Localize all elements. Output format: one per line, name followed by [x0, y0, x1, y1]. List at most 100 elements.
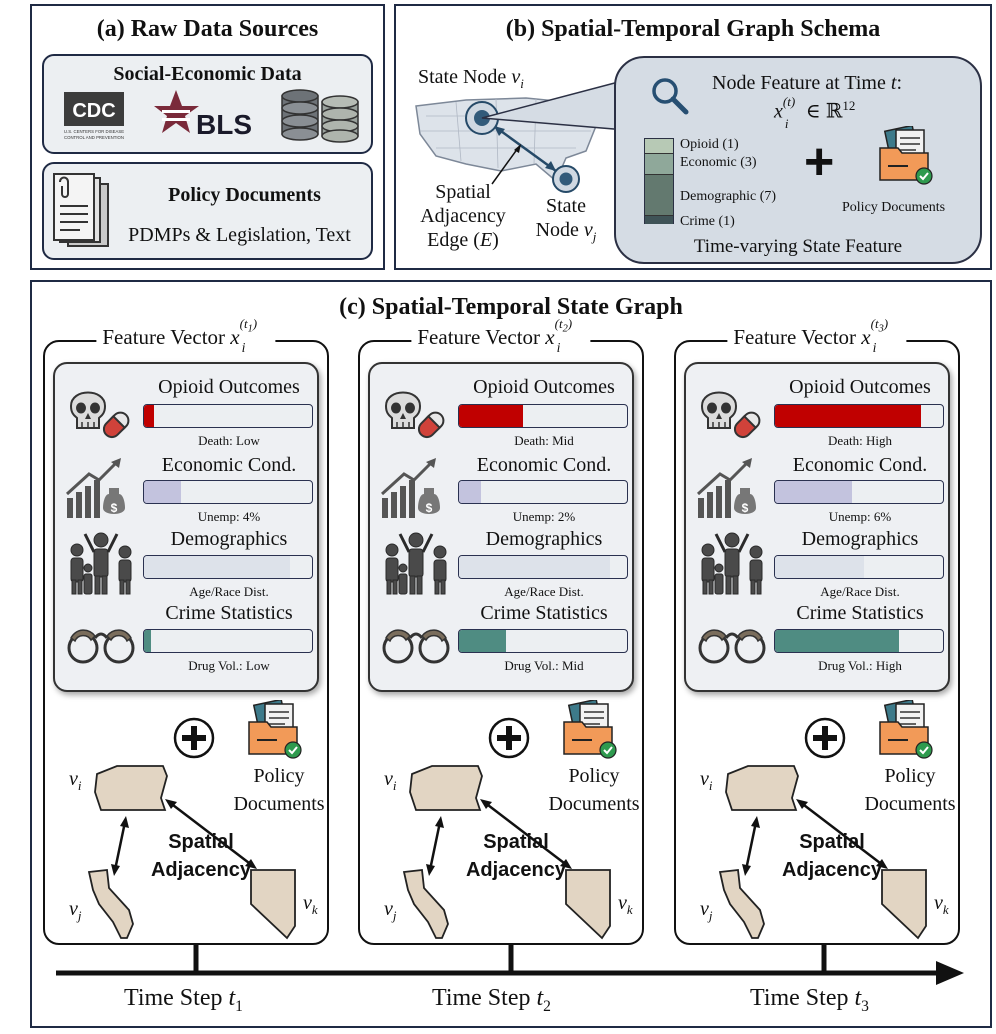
time-step-column-1: Feature Vector x(t1)i Opioid Outcomes De…	[43, 316, 329, 945]
economic-cond-title: Economic Cond.	[792, 454, 928, 476]
economic-bar	[143, 480, 313, 504]
policy-documents-subtitle: PDMPs & Legislation, Text	[128, 224, 351, 246]
age-race-label: Age/Race Dist.	[504, 584, 584, 599]
skull-pill-icon	[69, 391, 130, 439]
skull-pill-icon	[384, 391, 445, 439]
state-node-i-label: State Node vi	[418, 66, 524, 91]
age-race-label: Age/Race Dist.	[189, 584, 269, 599]
demographics-bar	[458, 555, 628, 579]
svg-text:$: $	[426, 501, 433, 515]
demographics-title: Demographics	[485, 528, 603, 550]
state-shape-vj	[87, 869, 134, 939]
state-shape-vi	[409, 765, 483, 811]
state-shape-vj	[402, 869, 449, 939]
opioid-outcomes-title: Opioid Outcomes	[158, 376, 300, 398]
state-shape-vj	[718, 869, 765, 939]
segment-economic	[645, 154, 673, 175]
panel-b-title: (b) Spatial-Temporal Graph Schema	[505, 16, 881, 42]
feature-vector-label: Feature Vector x(t3)i	[727, 316, 907, 355]
crime-bar-fill	[775, 630, 900, 652]
crime-statistics-title: Crime Statistics	[796, 602, 924, 624]
plus-circle-icon	[488, 717, 530, 759]
demographics-bar-fill	[459, 556, 611, 578]
spatial-adjacency-label: Spatial Adjacency	[465, 831, 567, 881]
crime-bar-fill	[459, 630, 507, 652]
svg-text:$: $	[111, 501, 118, 515]
growth-chart-icon: $	[696, 458, 756, 518]
timeline-axis	[56, 945, 964, 985]
edge-pointer	[491, 144, 521, 185]
plus-sign: +	[804, 133, 835, 191]
panel-a-title: (a) Raw Data Sources	[96, 16, 319, 42]
crime-bar-fill	[144, 630, 151, 652]
policy-documents-label: Policy Documents	[864, 765, 956, 815]
state-shape-vk	[565, 869, 611, 940]
feature-stack-bar	[644, 138, 674, 224]
demographics-title: Demographics	[170, 528, 288, 550]
svg-text:$: $	[742, 501, 749, 515]
vj-label: vj	[700, 898, 713, 923]
age-race-label: Age/Race Dist.	[820, 584, 900, 599]
people-group-icon	[70, 532, 132, 595]
policy-folder-icon	[248, 700, 302, 759]
crime-bar	[458, 629, 628, 653]
policy-documents-box: Policy Documents PDMPs & Legislation, Te…	[42, 162, 373, 260]
segment-opioid	[645, 139, 673, 154]
policy-documents-label: Policy Documents	[548, 765, 640, 815]
social-economic-box: Social-Economic Data CDC U.S. CENTERS FO…	[42, 54, 373, 154]
opioid-bar	[458, 404, 628, 428]
policy-folder-icon	[879, 700, 933, 759]
economic-cond-title: Economic Cond.	[476, 454, 612, 476]
unemp-label: Unemp: 6%	[828, 509, 892, 524]
opioid-outcomes-title: Opioid Outcomes	[473, 376, 615, 398]
segment-demographic	[645, 175, 673, 216]
opioid-outcomes-title: Opioid Outcomes	[789, 376, 931, 398]
bls-logo: BLS	[154, 86, 264, 142]
crime-bar	[774, 629, 944, 653]
economic-bar-fill	[459, 481, 481, 503]
people-group-icon	[701, 532, 763, 595]
policy-folder-icon	[878, 124, 936, 191]
crime-statistics-title: Crime Statistics	[480, 602, 608, 624]
vi-label: vi	[69, 768, 82, 793]
time-step-column-3: Feature Vector x(t3)i Opioid Outcomes De…	[674, 316, 960, 945]
drug-vol-label: Drug Vol.: High	[818, 658, 902, 673]
state-shape-vi	[725, 765, 799, 811]
economic-bar	[458, 480, 628, 504]
database-icon	[280, 88, 362, 144]
vk-label: vk	[934, 892, 949, 917]
node-feature-title: Node Feature at Time t:	[712, 72, 902, 94]
segment-label-demographic: Demographic (7)	[680, 189, 777, 204]
svg-text:U.S. CENTERS FOR DISEASE: U.S. CENTERS FOR DISEASE	[64, 129, 124, 134]
magnifier-icon	[650, 76, 690, 121]
feature-vector-label: Feature Vector x(t2)i	[411, 316, 591, 355]
opioid-bar-fill	[144, 405, 155, 427]
segment-crime	[645, 216, 673, 224]
feature-card: Opioid Outcomes Death: Low $ Economic Co…	[53, 362, 319, 692]
social-economic-title: Social-Economic Data	[113, 63, 302, 85]
state-shape-vi	[94, 765, 168, 811]
unemp-label: Unemp: 2%	[512, 509, 576, 524]
death-label: Death: Mid	[514, 433, 574, 448]
death-label: Death: Low	[198, 433, 260, 448]
segment-label-crime: Crime (1)	[680, 214, 735, 229]
demographics-bar-fill	[775, 556, 865, 578]
handcuffs-icon	[698, 629, 766, 664]
time-step-label-3: Time Step t3	[750, 985, 869, 1015]
death-label: Death: High	[828, 433, 892, 448]
state-adjacency-graph	[402, 765, 611, 940]
vj-label: vj	[69, 898, 82, 923]
document-stack-icon	[52, 172, 112, 252]
handcuffs-icon	[67, 629, 135, 664]
crime-statistics-title: Crime Statistics	[165, 602, 293, 624]
economic-bar-fill	[144, 481, 181, 503]
demographics-bar-fill	[144, 556, 291, 578]
time-step-column-2: Feature Vector x(t2)i Opioid Outcomes De…	[358, 316, 644, 945]
crime-bar	[143, 629, 313, 653]
feature-vector-label: Feature Vector x(t1)i	[96, 316, 276, 355]
svg-text:BLS: BLS	[196, 109, 252, 140]
time-step-label-1: Time Step t1	[124, 985, 243, 1015]
panel-c-title: (c) Spatial-Temporal State Graph	[339, 294, 683, 320]
feature-callout: Node Feature at Time t: x(t)i ∈ ℝ12 Opio…	[614, 56, 982, 264]
demographics-title: Demographics	[801, 528, 919, 550]
